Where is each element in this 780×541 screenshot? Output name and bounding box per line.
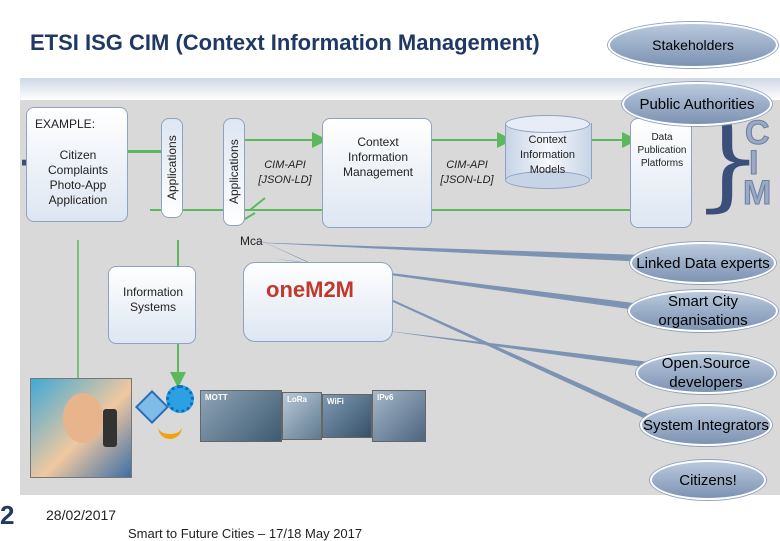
data-platforms-box: Data Publication Platforms bbox=[630, 118, 692, 228]
applications-left: Applications bbox=[161, 118, 183, 218]
mca-label: Mca bbox=[240, 234, 263, 248]
arrow-example-to-apps bbox=[128, 150, 161, 153]
photo-wifi: WiFi bbox=[322, 394, 372, 438]
cim-logo-c: C bbox=[745, 114, 771, 152]
phone-icon bbox=[103, 409, 117, 447]
photo-lora: LoRa bbox=[282, 392, 322, 440]
page-title: ETSI ISG CIM (Context Information Manage… bbox=[30, 30, 540, 55]
footer-event: Smart to Future Cities – 17/18 May 2017 bbox=[128, 526, 363, 541]
stakeholder-integrators: System Integrators bbox=[640, 404, 772, 446]
context-management-label: Context Information Management bbox=[342, 135, 414, 179]
photo-ipv6: IPv6 bbox=[372, 390, 426, 442]
stakeholder-smart-city: Smart City organisations bbox=[628, 290, 778, 332]
cim-logo: C I M bbox=[743, 114, 775, 212]
applications-right: Applications bbox=[223, 118, 245, 226]
stakeholders-heading: Stakeholders bbox=[608, 22, 778, 68]
header-bar bbox=[20, 78, 780, 100]
cim-logo-m: M bbox=[743, 174, 772, 212]
cim-api-left: CIM-API [JSON-LD] bbox=[258, 159, 312, 186]
information-systems-box: Information Systems bbox=[108, 266, 196, 344]
example-label: EXAMPLE: bbox=[35, 117, 96, 131]
example-box: EXAMPLE: Citizen Complaints Photo-App Ap… bbox=[26, 107, 128, 222]
cim-logo-i: I bbox=[749, 144, 759, 182]
context-models-cylinder: Context Information Models bbox=[505, 115, 592, 189]
sensor-star-icon bbox=[166, 385, 194, 413]
onem2m-logo: oneM2M bbox=[266, 277, 354, 302]
information-systems-label: Information Systems bbox=[122, 285, 184, 314]
citizen-photo bbox=[30, 378, 132, 478]
cim-api-right: CIM-API [JSON-LD] bbox=[440, 159, 494, 186]
sensor-smile-icon bbox=[158, 420, 182, 439]
arrow-mca bbox=[249, 197, 266, 211]
context-models-label: Context Information Models bbox=[519, 134, 576, 176]
footer-date: 28/02/2017 bbox=[46, 507, 117, 523]
example-app-name: Citizen Complaints Photo-App Application bbox=[47, 148, 109, 207]
stakeholder-public-authorities: Public Authorities bbox=[622, 82, 772, 126]
stakeholder-linked-data: Linked Data experts bbox=[630, 242, 776, 284]
callout-opensource bbox=[380, 330, 650, 368]
callout-linked-data bbox=[245, 242, 645, 262]
stakeholder-citizens: Citizens! bbox=[650, 460, 766, 500]
photo-mott: MOTT bbox=[200, 390, 282, 442]
stakeholder-opensource: Open.Source developers bbox=[636, 352, 776, 394]
context-management-box: Context Information Management bbox=[322, 118, 432, 228]
onem2m-box: oneM2M bbox=[243, 262, 393, 342]
slide-number: 2 bbox=[0, 500, 15, 530]
data-platforms-label: Data Publication Platforms bbox=[637, 132, 687, 169]
